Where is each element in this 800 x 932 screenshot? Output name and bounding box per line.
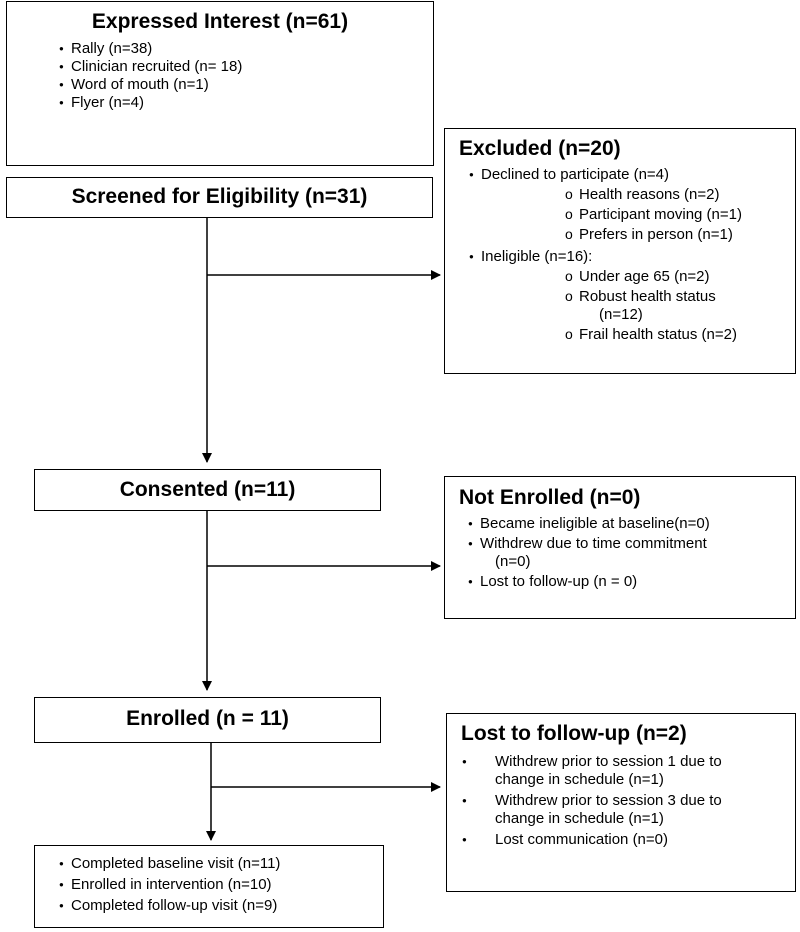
list-item: Lost communication (n=0) [462, 831, 722, 849]
list-item: Robust health status [565, 288, 737, 306]
not-enrolled-list: Became ineligible at baseline(n=0) Withd… [468, 515, 710, 591]
list-item: Withdrew due to time commitment [468, 535, 710, 553]
completed-list: Completed baseline visit (n=11) Enrolled… [59, 855, 280, 915]
lost-followup-list: Withdrew prior to session 1 due to chang… [462, 753, 722, 849]
screened-box: Screened for Eligibility (n=31) [6, 177, 433, 218]
list-item: Completed follow-up visit (n=9) [59, 897, 280, 915]
list-item: Rally (n=38) [59, 40, 242, 58]
lost-followup-title: Lost to follow-up (n=2) [461, 722, 687, 745]
list-item: Lost to follow-up (n = 0) [468, 573, 710, 591]
completed-box: Completed baseline visit (n=11) Enrolled… [34, 845, 384, 928]
excluded-box: Excluded (n=20) Declined to participate … [444, 128, 796, 374]
list-item-continuation: (n=12) [599, 306, 643, 323]
expressed-interest-title: Expressed Interest (n=61) [91, 10, 349, 33]
lost-followup-box: Lost to follow-up (n=2) Withdrew prior t… [446, 713, 796, 892]
ineligible-item: Ineligible (n=16): [469, 248, 592, 266]
list-item: Clinician recruited (n= 18) [59, 58, 242, 76]
enrolled-title: Enrolled (n = 11) [126, 707, 289, 730]
ineligible-list: Ineligible (n=16): [469, 248, 592, 266]
list-item: Withdrew prior to session 3 due to chang… [462, 792, 722, 828]
screened-title: Screened for Eligibility (n=31) [71, 185, 368, 208]
list-item: Flyer (n=4) [59, 94, 242, 112]
not-enrolled-title: Not Enrolled (n=0) [459, 486, 641, 509]
list-item: Enrolled in intervention (n=10) [59, 876, 280, 894]
list-item: Completed baseline visit (n=11) [59, 855, 280, 873]
not-enrolled-box: Not Enrolled (n=0) Became ineligible at … [444, 476, 796, 619]
interest-list: Rally (n=38) Clinician recruited (n= 18)… [59, 40, 242, 112]
list-item: Health reasons (n=2) [565, 186, 742, 204]
list-item: Word of mouth (n=1) [59, 76, 242, 94]
list-item: Withdrew prior to session 1 due to chang… [462, 753, 722, 789]
consented-box: Consented (n=11) [34, 469, 381, 511]
list-item: Became ineligible at baseline(n=0) [468, 515, 710, 533]
declined-sublist: Health reasons (n=2) Participant moving … [565, 186, 742, 244]
excluded-title: Excluded (n=20) [459, 137, 621, 160]
excluded-list: Declined to participate (n=4) [469, 166, 669, 184]
list-item: Under age 65 (n=2) [565, 268, 737, 286]
expressed-interest-box: Expressed Interest (n=61) Rally (n=38) C… [6, 1, 434, 166]
declined-item: Declined to participate (n=4) [469, 166, 669, 184]
consented-title: Consented (n=11) [119, 478, 296, 501]
list-item: Prefers in person (n=1) [565, 226, 742, 244]
list-item-continuation: (n=0) [495, 553, 531, 570]
list-item: Participant moving (n=1) [565, 206, 742, 224]
list-item: Frail health status (n=2) [565, 326, 737, 344]
ineligible-sublist: Under age 65 (n=2) Robust health status … [565, 268, 737, 344]
enrolled-box: Enrolled (n = 11) [34, 697, 381, 743]
